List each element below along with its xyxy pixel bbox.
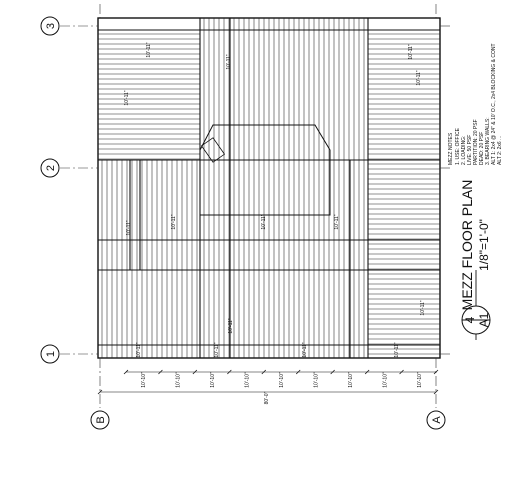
framing-label: 10'-11" (171, 214, 177, 229)
grid-label-a: A (431, 416, 443, 424)
sheet-number: A1 (477, 312, 491, 327)
grid-label-1: 1 (45, 351, 57, 357)
framing-label: 10'-11" (228, 318, 234, 333)
dimension-tick (364, 369, 370, 375)
notes-heading: MEZZ NOTES (448, 132, 454, 165)
framing-label: 10'-11" (136, 342, 142, 357)
framing-label: 10'-11" (408, 44, 414, 59)
framing-label: 10'-11" (124, 90, 130, 105)
title-block: 4 A1 MEZZ FLOOR PLAN 1/8"=1'-0" (459, 180, 491, 340)
bay-dimension: 10'-10" (245, 372, 251, 388)
dimension-tick (158, 369, 163, 375)
framing-label: 10'-11" (146, 42, 152, 57)
bay-dimension: 10'-10" (313, 372, 319, 388)
dimension-tick (433, 389, 439, 395)
dimension-tick (261, 369, 267, 375)
note-line: PARTITION: 20 PSF (473, 119, 479, 165)
note-line: 3. BEARING WALLS: (485, 117, 491, 165)
bay-dimension: 10'-10" (348, 372, 354, 388)
dimension-texts: 10'-10" 10'-10" 10'-10" 10'-10" 10'-10" 10'-1… (141, 372, 423, 388)
framing-label: 10'-11" (420, 300, 426, 315)
framing-label: 10'-11" (214, 342, 220, 357)
joist-framing (98, 18, 440, 358)
grid-lines (60, 4, 452, 408)
framing-label: 10'-11" (394, 342, 400, 357)
dimension-ticks (97, 369, 439, 395)
dimension-tick (330, 369, 335, 375)
framing-label: 10'-11" (302, 342, 308, 357)
framing-label: 10'-11" (261, 214, 267, 229)
dimension-tick (433, 369, 439, 375)
grid-bubble-3: 3 (40, 16, 60, 36)
note-line: LIVE: 50 PSF (467, 135, 473, 165)
overall-dimension: 80'-0" (264, 391, 270, 404)
drawing-scale: 1/8"=1'-0" (477, 219, 491, 271)
dimension-tick (295, 369, 301, 375)
detail-number: 4 (463, 316, 477, 323)
dimension-tick (97, 389, 103, 395)
bay-dimension: 10'-10" (210, 372, 216, 388)
dimension-tick (123, 369, 129, 375)
grid-bubble-1: 1 (40, 344, 60, 364)
bay-dimension: 10'-10" (279, 372, 285, 388)
note-line: DEAD: 20 PSF (479, 132, 485, 165)
note-line: ALT 1: 2x4 @ 24" & 10' O.C., 2x4 BLOCKIN… (491, 43, 497, 165)
bay-dimension: 10'-10" (382, 372, 388, 388)
note-line: 1. USE: OFFICE (455, 127, 461, 165)
beam-lines (98, 18, 440, 358)
grid-label-3: 3 (45, 23, 57, 29)
drawing-title: MEZZ FLOOR PLAN (459, 180, 475, 311)
framing-label: 10'-11" (334, 214, 340, 229)
framing-label: 10'-11" (126, 220, 132, 235)
grid-bubble-a: A (426, 410, 446, 430)
stair-box (200, 137, 226, 163)
framing-label: 10'-11" (226, 54, 232, 69)
grid-label-2: 2 (45, 165, 57, 171)
bay-dimension: 10'-10" (141, 372, 147, 388)
dimension-tick (192, 369, 198, 375)
grid-bubble-b: B (90, 410, 110, 430)
dimension-tick (399, 369, 404, 375)
bay-dimension: 10'-10" (417, 372, 423, 388)
framing-label: 10'-11" (416, 70, 422, 85)
dimension-lines (100, 371, 436, 393)
bay-dimension: 10'-10" (176, 372, 182, 388)
grid-label-b: B (95, 416, 107, 423)
central-opening (199, 124, 331, 216)
framing-labels: 10'-11" 10'-11" 10'-11" 10'-11" 10'-11" 10'-1… (124, 42, 426, 357)
note-line: 2. LOADING: (461, 136, 467, 165)
grid-bubble-2: 2 (40, 158, 60, 178)
note-line: ALT 2: 2x6 ... (497, 136, 503, 165)
dimension-tick (227, 369, 232, 375)
